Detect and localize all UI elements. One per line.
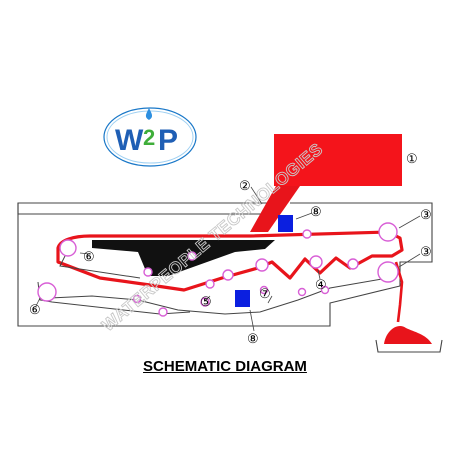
roller — [377, 261, 399, 283]
roller — [347, 258, 359, 270]
callout-6-lower: ⑥ — [29, 302, 41, 317]
collection-tray — [375, 339, 443, 353]
callout-2: ② — [239, 178, 251, 193]
roller — [297, 287, 307, 297]
roller — [309, 255, 323, 269]
w2p-logo: W 2 P — [103, 107, 197, 167]
callout-4: ④ — [315, 277, 327, 292]
callout-3-upper: ③ — [420, 207, 432, 222]
callout-8-upper: ⑧ — [310, 204, 322, 219]
discharge-line — [394, 261, 404, 323]
feed-hopper — [274, 134, 402, 186]
roller — [222, 269, 234, 281]
roller — [37, 282, 57, 302]
callout-7: ⑦ — [259, 286, 271, 301]
roller — [59, 239, 77, 257]
settling-trough — [92, 240, 275, 276]
roller — [200, 297, 210, 307]
cake-pile — [384, 325, 432, 344]
logo-digit-2: 2 — [143, 125, 155, 150]
drive-box-lower — [235, 290, 250, 307]
logo-letter-w: W — [115, 124, 144, 157]
callout-leaders — [35, 186, 421, 332]
machine-body-outline — [17, 202, 433, 327]
roller — [158, 307, 168, 317]
roller — [255, 258, 269, 272]
callout-8-lower: ⑧ — [247, 331, 259, 346]
roller — [302, 229, 312, 239]
roller — [259, 285, 269, 295]
roller — [378, 222, 398, 242]
roller — [143, 267, 153, 277]
logo-letter-p: P — [158, 124, 178, 157]
callout-6-upper: ⑥ — [83, 249, 95, 264]
roller — [205, 279, 215, 289]
roller — [187, 251, 197, 261]
callout-1: ① — [406, 151, 418, 166]
rollers — [37, 222, 399, 317]
filter-belt — [56, 230, 404, 292]
diagram-title: SCHEMATIC DIAGRAM — [143, 358, 307, 375]
callout-3-lower: ③ — [420, 244, 432, 259]
feed-chute — [250, 186, 300, 232]
callout-5: ⑤ — [200, 294, 212, 309]
drive-box-upper — [278, 215, 293, 232]
return-belt — [49, 277, 389, 315]
roller — [320, 285, 330, 295]
roller — [132, 294, 142, 304]
